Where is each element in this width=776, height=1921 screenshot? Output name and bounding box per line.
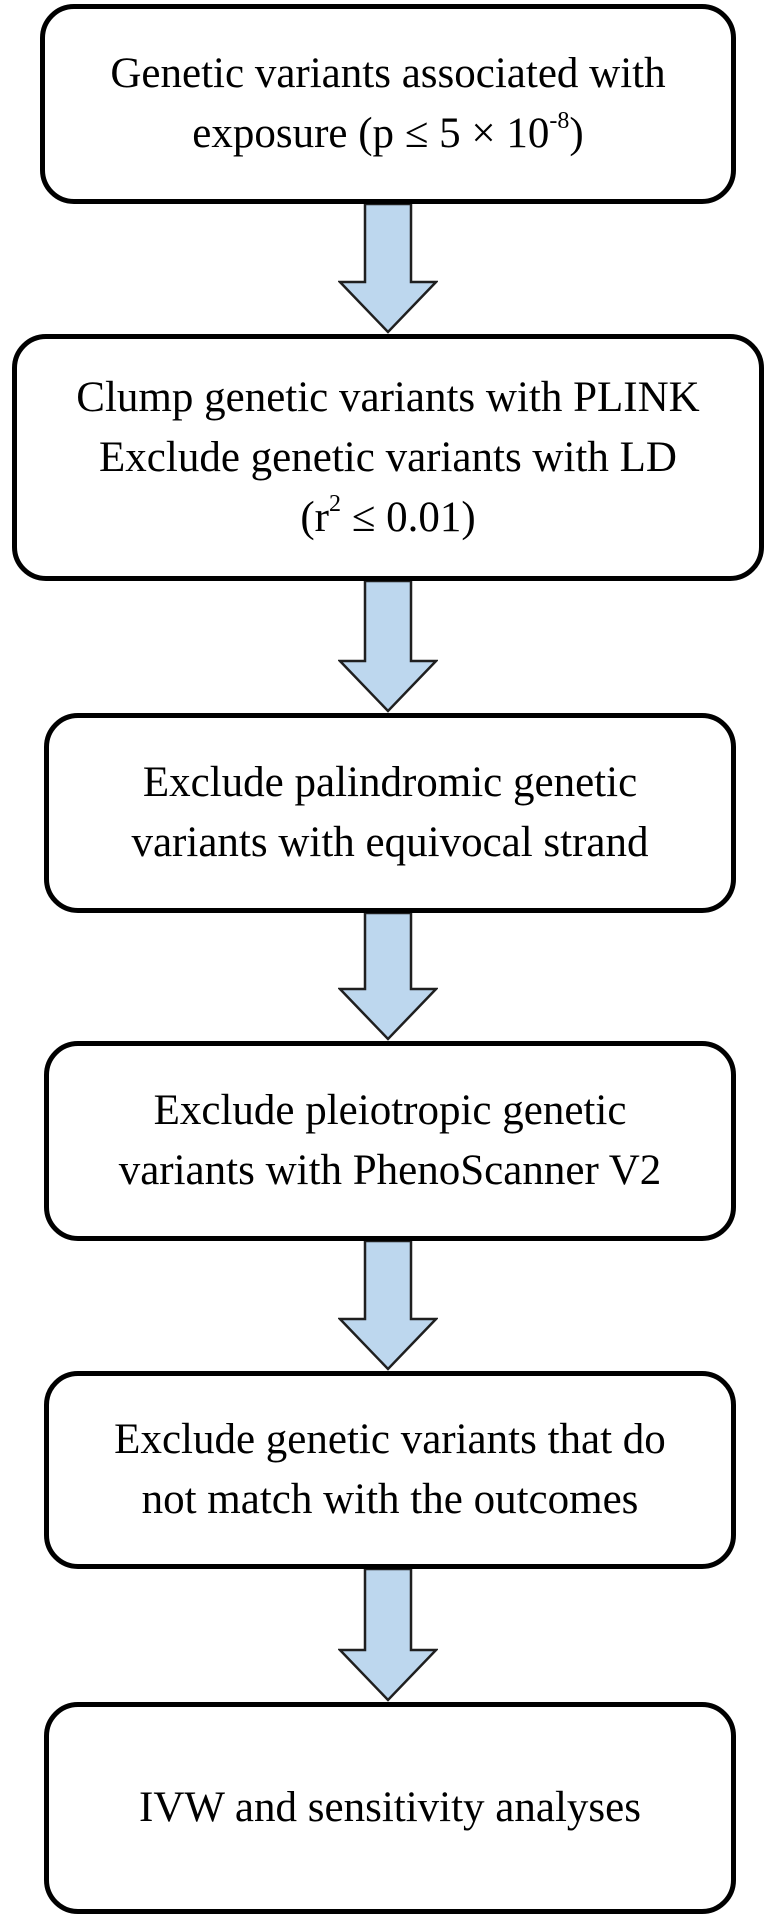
down-arrow-1 [338,204,438,334]
flow-step-1-line-1: Genetic variants associated with [110,50,666,97]
flow-step-5-line-2: not match with the outcomes [141,1476,639,1523]
flow-step-4-line-2: variants with PhenoScanner V2 [118,1147,662,1194]
flow-step-2-line-3: (r2 ≤ 0.01) [300,488,475,548]
flow-step-6-box: IVW and sensitivity analyses [44,1702,736,1914]
down-arrow-icon [338,204,438,334]
down-arrow-3 [338,913,438,1041]
flow-step-2-line-3-tail: ≤ 0.01) [340,493,476,541]
flow-step-2-line-2: Exclude genetic variants with LD [99,433,677,481]
flow-step-2-box: Clump genetic variants with PLINK Exclud… [12,334,764,581]
down-arrow-icon [338,1241,438,1371]
flow-step-3-line-1: Exclude palindromic genetic [142,759,638,806]
flow-step-4-box: Exclude pleiotropic genetic variants wit… [44,1041,736,1241]
flow-step-2-line-1: Clump genetic variants with PLINK [76,373,700,421]
flow-step-1-box: Genetic variants associated with exposur… [40,4,736,204]
flow-step-2-line-3-text: (r [300,493,329,541]
down-arrow-icon [338,913,438,1041]
flow-step-3-box: Exclude palindromic genetic variants wit… [44,713,736,913]
down-arrow-4 [338,1241,438,1371]
down-arrow-icon [338,1569,438,1702]
flow-step-1-line-2-tail: ) [569,110,584,157]
down-arrow-2 [338,581,438,713]
flow-step-3-line-2: variants with equivocal strand [131,819,649,866]
flow-step-5-box: Exclude genetic variants that do not mat… [44,1371,736,1569]
flow-step-1-line-2-text: exposure (p ≤ 5 × 10 [192,110,550,157]
down-arrow-5 [338,1569,438,1702]
down-arrow-icon [338,581,438,713]
flow-step-2-exponent: 2 [328,491,341,518]
flow-step-1-line-2: exposure (p ≤ 5 × 10-8) [192,104,583,164]
flow-step-1-exponent: -8 [549,107,570,134]
flow-step-4-line-1: Exclude pleiotropic genetic [153,1087,627,1134]
flow-step-6-line-1: IVW and sensitivity analyses [139,1784,641,1831]
flow-step-5-line-1: Exclude genetic variants that do [114,1416,666,1463]
